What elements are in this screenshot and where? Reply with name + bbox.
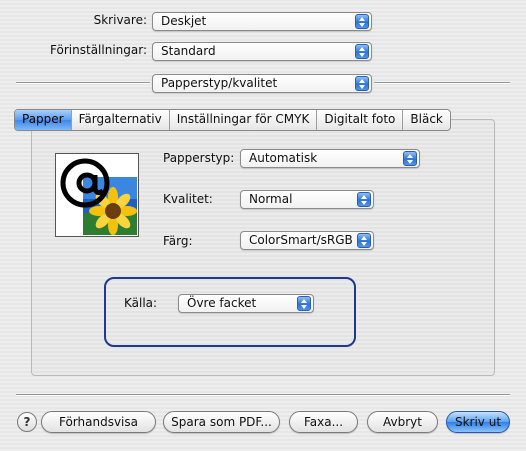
tab-cmyk[interactable]: Inställningar för CMYK [170, 110, 318, 130]
presets-popup[interactable]: Standard [152, 42, 372, 61]
popup-arrows-icon [355, 14, 369, 29]
popup-arrows-icon [297, 296, 311, 311]
panel-select-popup[interactable]: Papperstyp/kvalitet [152, 74, 372, 93]
paper-type-popup[interactable]: Automatisk [240, 149, 420, 168]
paper-sunflower-icon [55, 153, 139, 237]
tab-black[interactable]: Bläck [410, 112, 443, 126]
quality-label: Kvalitet: [163, 192, 213, 206]
quality-popup[interactable]: Normal [240, 190, 374, 209]
popup-arrows-icon [355, 44, 369, 59]
popup-arrows-icon [357, 233, 371, 248]
separator [16, 394, 510, 396]
presets-label: Förinställningar: [50, 43, 147, 57]
presets-value: Standard [161, 44, 216, 58]
printer-value: Deskjet [161, 14, 207, 28]
color-popup[interactable]: ColorSmart/sRGB [240, 231, 374, 250]
separator [374, 82, 510, 84]
cancel-button[interactable]: Avbryt [367, 411, 438, 433]
source-group-box [104, 277, 356, 347]
preview-button[interactable]: Förhandsvisa [41, 411, 156, 433]
help-button[interactable]: ? [17, 412, 37, 432]
fax-button[interactable]: Faxa... [289, 411, 358, 433]
quality-value: Normal [249, 192, 293, 206]
popup-arrows-icon [403, 151, 417, 166]
color-value: ColorSmart/sRGB [249, 233, 353, 247]
panel-select-value: Papperstyp/kvalitet [161, 76, 278, 90]
paper-type-label: Papperstyp: [163, 151, 235, 165]
popup-arrows-icon [355, 76, 369, 91]
source-label: Källa: [124, 296, 158, 310]
separator [16, 82, 150, 84]
paper-type-value: Automatisk [249, 151, 318, 165]
tab-bar: Papper Färgalternativ Inställningar för … [14, 109, 451, 131]
popup-arrows-icon [357, 192, 371, 207]
source-value: Övre facket [187, 296, 257, 310]
color-label: Färg: [163, 234, 193, 248]
tab-papper[interactable]: Papper [15, 110, 72, 130]
source-popup[interactable]: Övre facket [178, 294, 314, 313]
tab-digitalt-foto[interactable]: Digitalt foto [317, 110, 404, 130]
print-button[interactable]: Skriv ut [446, 411, 510, 433]
printer-label: Skrivare: [93, 13, 147, 27]
save-pdf-button[interactable]: Spara som PDF... [163, 411, 280, 433]
printer-popup[interactable]: Deskjet [152, 12, 372, 31]
tab-fargalternativ[interactable]: Färgalternativ [72, 110, 170, 130]
